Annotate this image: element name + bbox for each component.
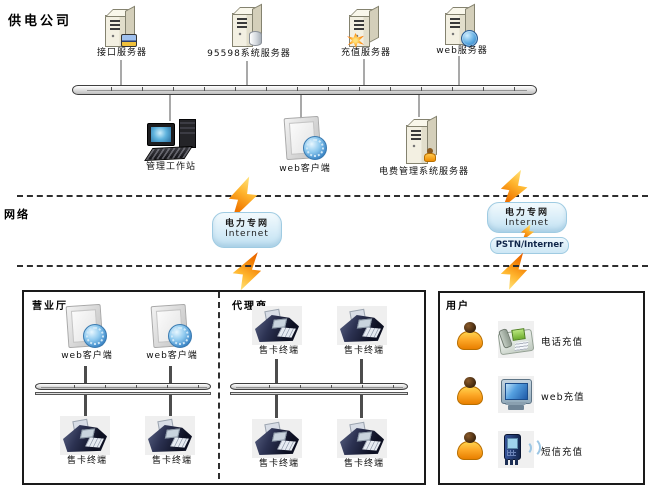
interface-server-label: 接口服务器	[96, 48, 147, 58]
connector-line	[418, 95, 420, 117]
agent-terminal-label: 售卡终端	[343, 346, 384, 356]
cloud-line1: 电力专网	[504, 208, 549, 218]
connector-line	[169, 95, 171, 121]
mobile-phone-icon	[498, 431, 541, 468]
separator-dashed-line	[17, 195, 648, 197]
hall-agent-box	[22, 290, 426, 485]
agent-terminal-label: 售卡终端	[258, 459, 299, 469]
hall-web-client-label: web客户端	[61, 351, 113, 361]
globe-gear-icon	[168, 324, 192, 348]
hall-section-title: 营业厅	[32, 301, 68, 312]
globe-badge-icon	[461, 30, 478, 47]
user-person-icon	[457, 432, 483, 462]
database-cylinder-badge-icon	[249, 31, 262, 46]
pstn-internet-pill: PSTN/Interner	[490, 237, 569, 254]
separator-dashed-line	[17, 265, 648, 267]
management-workstation-icon	[144, 119, 200, 162]
connector-line	[363, 59, 365, 85]
web-client-label: web客户端	[279, 164, 331, 174]
connector-line	[275, 395, 278, 418]
web-server-label: web服务器	[436, 46, 488, 56]
network-section-title: 网络	[4, 208, 30, 221]
connector-line	[360, 395, 363, 418]
connector-line	[120, 60, 122, 85]
agent-terminal-label: 售卡终端	[343, 459, 384, 469]
crt-monitor-icon	[498, 376, 534, 413]
lan-bus	[72, 85, 537, 95]
web-recharge-label: web充值	[541, 392, 585, 403]
hall-agent-divider	[218, 292, 220, 479]
recharge-server-icon	[346, 5, 386, 49]
interface-server-icon	[102, 5, 142, 49]
user-person-icon	[457, 377, 483, 407]
web-client-icon	[280, 115, 330, 161]
hall-terminal-label: 售卡终端	[66, 456, 107, 466]
agent-bus-line	[230, 392, 408, 395]
power-network-cloud: 电力专网 Internet	[212, 212, 282, 248]
connector-line	[84, 395, 87, 417]
95598-system-server-icon	[229, 3, 269, 49]
phone-recharge-label: 电话充值	[541, 337, 584, 348]
cloud-line1: 电力专网	[224, 219, 269, 229]
connector-line	[360, 359, 363, 383]
web-client-icon	[147, 303, 195, 349]
globe-gear-icon	[83, 324, 107, 348]
cloud-line2: Internet	[225, 229, 269, 239]
95598-system-server-label: 95598系统服务器	[207, 49, 291, 59]
hall-bus	[35, 383, 211, 390]
connector-line	[458, 56, 460, 85]
connector-line	[275, 359, 278, 383]
card-terminal-icon	[60, 416, 110, 455]
card-terminal-icon	[252, 419, 302, 458]
card-terminal-icon	[145, 416, 195, 455]
agent-section-title: 代理商	[232, 301, 268, 312]
hall-terminal-label: 售卡终端	[151, 456, 192, 466]
card-terminal-icon	[252, 306, 302, 345]
web-client-icon	[62, 303, 110, 349]
recharge-server-label: 充值服务器	[340, 48, 391, 58]
sms-recharge-label: 短信充值	[541, 447, 584, 458]
agent-bus	[230, 383, 408, 390]
fee-management-server-icon	[402, 114, 444, 166]
connector-line	[169, 395, 172, 417]
connector-line	[84, 366, 87, 383]
user-person-icon	[457, 322, 483, 352]
management-workstation-label: 管理工作站	[145, 162, 196, 172]
monitor-badge-icon	[121, 34, 137, 47]
signal-wave-icon	[520, 437, 541, 458]
fee-management-server-label: 电费管理系统服务器	[378, 167, 469, 177]
web-server-icon	[442, 3, 482, 47]
card-terminal-icon	[337, 306, 387, 345]
person-badge-icon	[423, 148, 437, 162]
users-box	[438, 291, 645, 485]
users-section-title: 用户	[446, 301, 470, 312]
cloud-line2: Internet	[505, 218, 549, 228]
lightning-bolt-icon	[500, 251, 529, 291]
company-section-title: 供电公司	[8, 14, 73, 29]
connector-line	[246, 61, 248, 85]
agent-terminal-label: 售卡终端	[258, 346, 299, 356]
hall-web-client-label: web客户端	[146, 351, 198, 361]
hall-bus-line	[35, 392, 211, 395]
connector-line	[300, 95, 302, 119]
card-terminal-icon	[337, 419, 387, 458]
connector-line	[169, 366, 172, 383]
lightning-bolt-icon	[231, 249, 264, 292]
globe-gear-icon	[303, 136, 327, 160]
telephone-fax-icon	[497, 321, 535, 358]
